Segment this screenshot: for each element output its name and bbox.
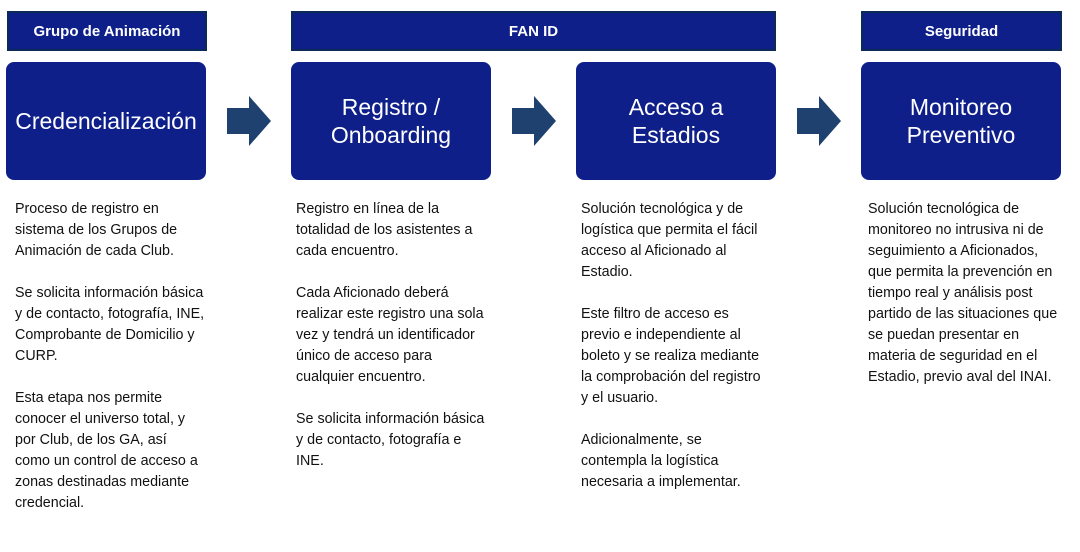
arrow-right-icon: [227, 96, 271, 146]
header-grupo-animacion: Grupo de Animación: [7, 11, 207, 51]
arrow-right-icon: [512, 96, 556, 146]
description-paragraph: Se solicita información básica y de cont…: [296, 411, 485, 469]
description-monitoreo: Solución tecnológica de monitoreo no int…: [868, 199, 1064, 409]
description-paragraph: Cada Aficionado deberá realizar este reg…: [296, 285, 484, 385]
stage-box-monitoreo: Monitoreo Preventivo: [861, 62, 1061, 180]
description-paragraph: Solución tecnológica de monitoreo no int…: [868, 201, 1058, 385]
description-paragraph: Solución tecnológica y de logística que …: [581, 201, 758, 280]
arrow-right-icon: [797, 96, 841, 146]
stage-box-registro: Registro / Onboarding: [291, 62, 491, 180]
stage-title: Credencialización: [15, 108, 197, 134]
description-paragraph: Este filtro de acceso es previo e indepe…: [581, 306, 761, 406]
stage-title: Acceso a Estadios: [628, 94, 724, 148]
description-paragraph: Esta etapa nos permite conocer el univer…: [15, 390, 198, 511]
description-paragraph: Se solicita información básica y de cont…: [15, 285, 205, 364]
stage-title: Monitoreo Preventivo: [906, 94, 1016, 148]
description-acceso: Solución tecnológica y de logística que …: [581, 199, 771, 514]
description-paragraph: Adicionalmente, se contempla la logístic…: [581, 432, 741, 490]
stage-title: Registro / Onboarding: [330, 94, 452, 148]
stage-box-acceso: Acceso a Estadios: [576, 62, 776, 180]
description-paragraph: Proceso de registro en sistema de los Gr…: [15, 201, 178, 259]
stage-box-credencializacion: Credencialización: [6, 62, 206, 180]
header-seguridad: Seguridad: [861, 11, 1062, 51]
description-paragraph: Registro en línea de la totalidad de los…: [296, 201, 473, 259]
description-credencializacion: Proceso de registro en sistema de los Gr…: [15, 199, 205, 535]
header-fan-id: FAN ID: [291, 11, 776, 51]
description-registro: Registro en línea de la totalidad de los…: [296, 199, 488, 493]
